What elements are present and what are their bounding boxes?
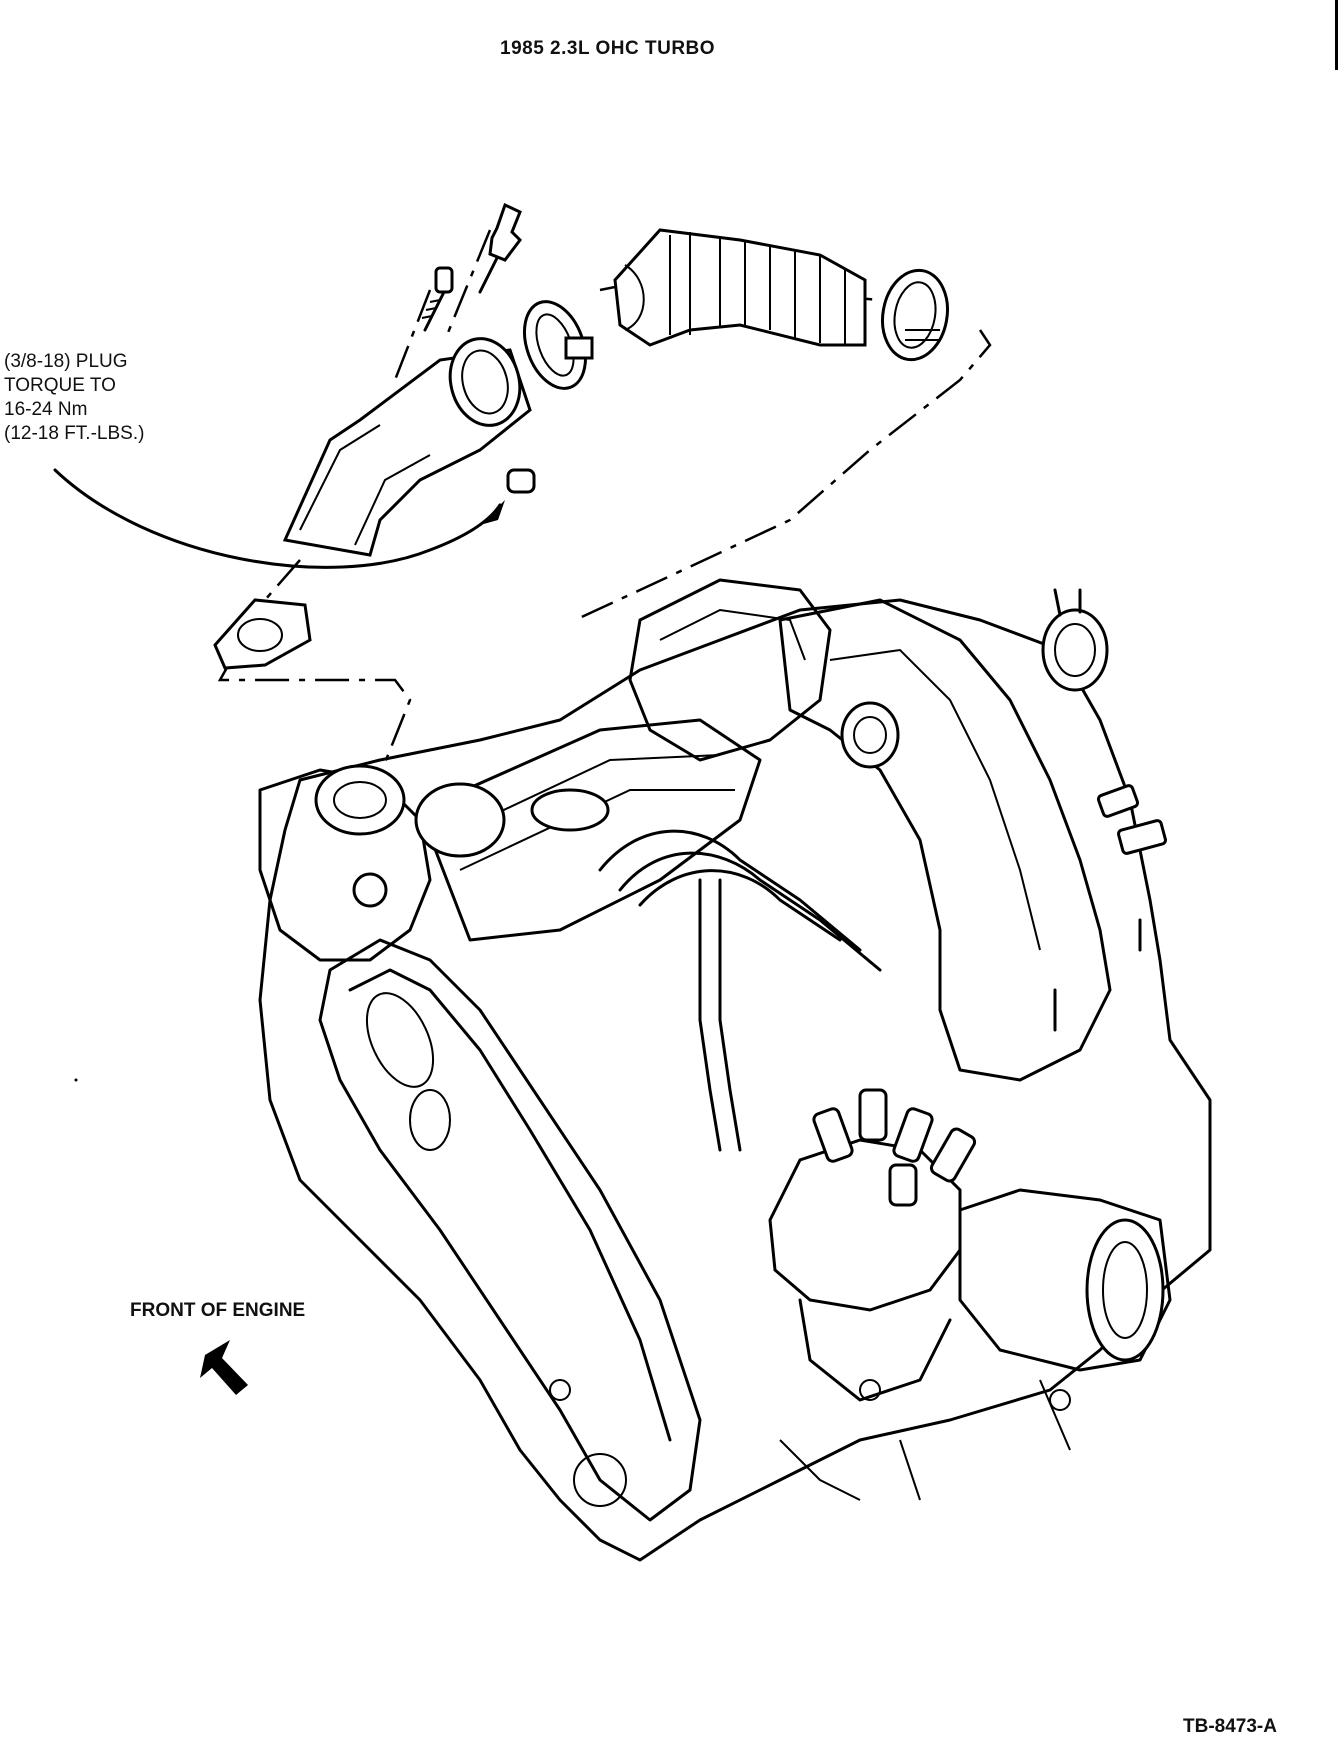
assembly-line-plug: [443, 229, 492, 341]
drain-plug-icon: [480, 468, 536, 525]
assembly-line-bolt: [393, 289, 432, 381]
assembly-line-hose: [574, 329, 992, 622]
callout-leader-line: [53, 468, 502, 569]
egr-valve-icon: [1041, 588, 1109, 692]
bolt-icon: [421, 266, 454, 332]
intake-hose: [613, 228, 867, 347]
page-edge-mark: [1335, 0, 1338, 70]
assembly-line-flange: [217, 559, 412, 776]
callout-line-3: 16-24 Nm: [4, 399, 88, 420]
gasket-icon: [213, 598, 312, 670]
diagram-title: 1985 2.3L OHC TURBO: [500, 38, 716, 59]
hose-clamp-left: [523, 300, 594, 390]
turbo-outlet-elbow: [282, 337, 532, 557]
hose-clamp-right: [881, 268, 949, 362]
figure-id: TB-8473-A: [1183, 1716, 1277, 1737]
callout-line-2: TORQUE TO: [4, 375, 116, 396]
distributor-icon: [768, 1088, 977, 1402]
front-of-engine-label: FRONT OF ENGINE: [130, 1300, 306, 1321]
callout-line-1: (3/8-18) PLUG: [4, 351, 128, 372]
stray-dot: [74, 1078, 78, 1082]
plug-torque-callout: (3/8-18) PLUG TORQUE TO 16-24 Nm (12-18 …: [4, 350, 144, 446]
callout-line-4: (12-18 FT.-LBS.): [4, 423, 145, 444]
front-arrow-icon: [200, 1340, 248, 1395]
plug-icon: [478, 202, 522, 294]
engine-assembly: [258, 578, 1212, 1562]
